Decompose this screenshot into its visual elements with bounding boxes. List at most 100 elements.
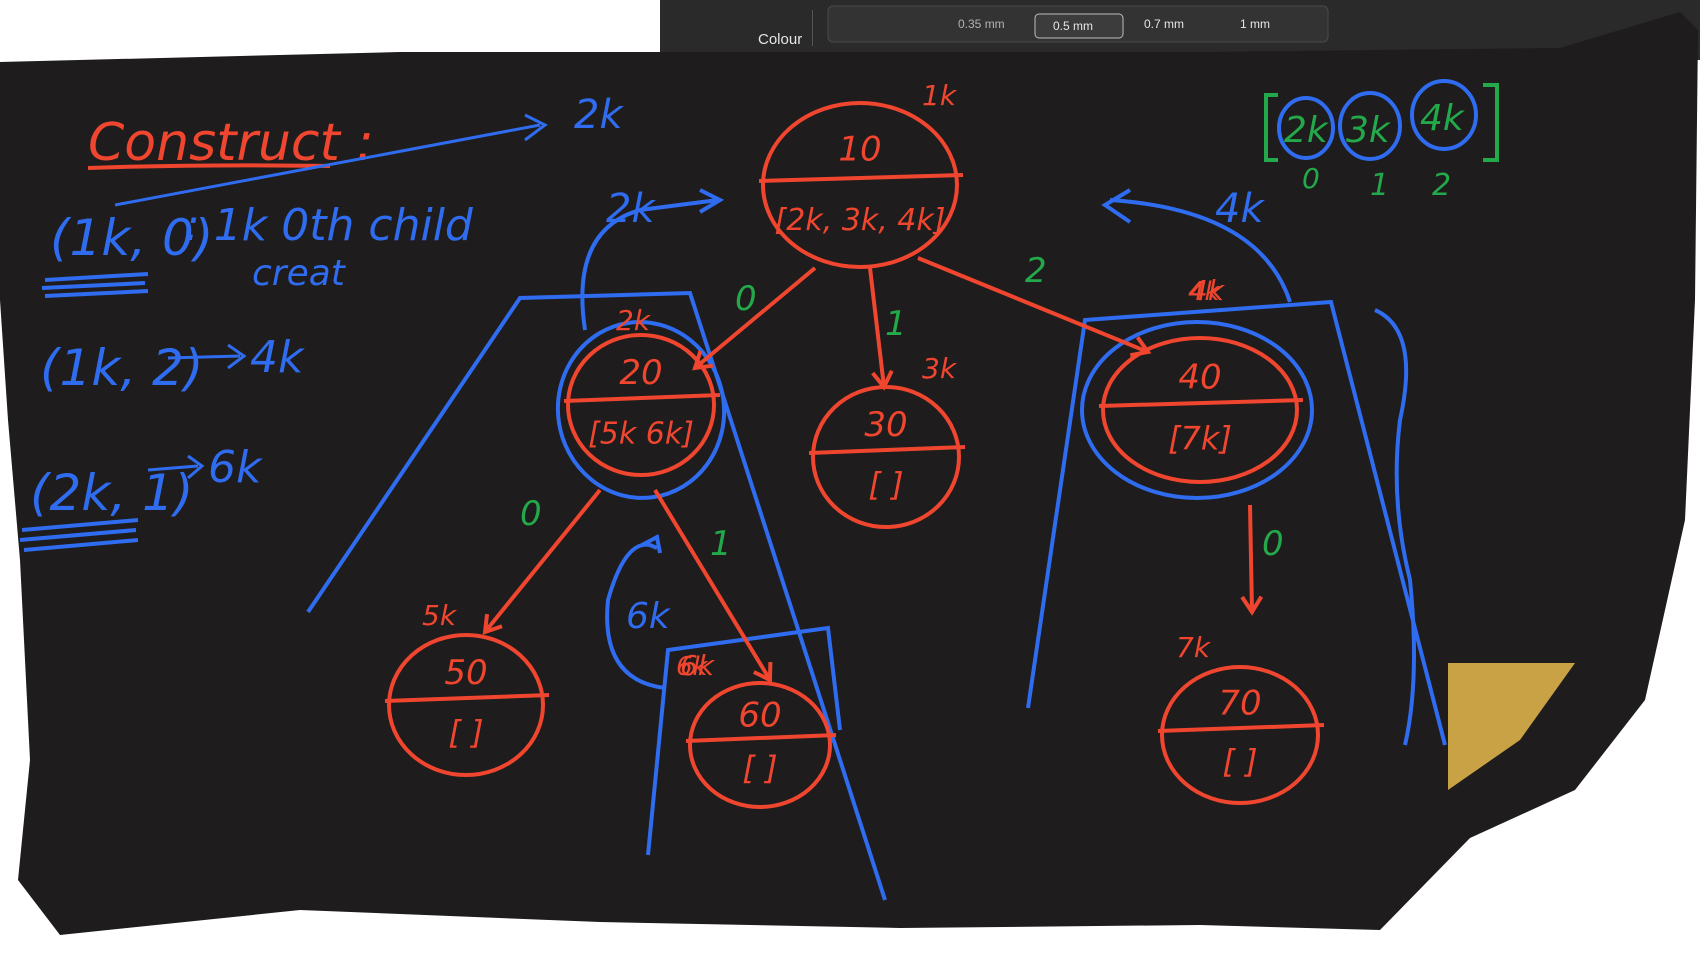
edge-line: [917, 256, 1149, 354]
arrowhead-icon: [227, 343, 247, 370]
node-address: 4k: [1190, 274, 1226, 307]
return-labels: 2k 4k 6k 4k 6k: [606, 186, 1265, 682]
node-value: 60: [738, 695, 781, 735]
right-return-arrow: [1109, 198, 1292, 303]
construct-arrow: [114, 123, 541, 207]
tree-node-60[interactable]: 60[ ]6k: [680, 649, 837, 809]
board-background: [0, 12, 1698, 935]
tree-node-50[interactable]: 50 [ ] 5k: [384, 599, 550, 777]
node-address: 7k: [1176, 631, 1212, 664]
array-index-0: 0: [1302, 162, 1320, 195]
edge-line: [868, 267, 886, 388]
arrowhead-icon: [524, 113, 548, 142]
node-address: 2k: [616, 304, 652, 337]
stroke-option-2[interactable]: 0.7 mm: [1144, 17, 1184, 31]
arrowhead-icon: [1240, 595, 1264, 616]
node-value: 10: [838, 129, 881, 169]
edge-label: 0: [520, 494, 542, 534]
stroke-option-1[interactable]: 0.5 mm: [1053, 19, 1093, 33]
node-children-list: [2k, 3k, 4k]: [775, 203, 946, 238]
title-underline: [87, 163, 331, 170]
pair-1k-0: (1k, 0): [50, 209, 213, 267]
array-item-1: 3k: [1346, 110, 1392, 151]
node-20-highlight-circle: [555, 320, 727, 500]
inner-subtree-box: [646, 625, 842, 856]
stroke-option-3[interactable]: 1 mm: [1240, 17, 1270, 31]
array-index-1: 1: [1370, 168, 1389, 203]
node-address: 5k: [422, 599, 458, 632]
edge-line: [653, 488, 772, 682]
node-circle: [566, 333, 716, 477]
array-item-circle-0: [1277, 96, 1335, 160]
pair-1k-0-sub: creat: [252, 253, 347, 294]
colour-label: Colour: [758, 31, 802, 48]
pair-1k-2-arrow: [167, 354, 241, 360]
stroke-option-selected-box[interactable]: [1034, 13, 1124, 39]
array-item-circle-2: [1410, 79, 1478, 151]
node-divider: [384, 693, 550, 703]
edge-10-20: 0: [692, 266, 817, 371]
tree-node-10[interactable]: 10[2k, 3k, 4k]1k: [758, 79, 964, 269]
node-circle: [387, 633, 545, 777]
edge-20-50: 0: [482, 488, 602, 635]
array-note: 2k 3k 4k 0 1 2: [1264, 79, 1499, 203]
inner-box-addr-label: 6k: [676, 652, 709, 682]
array-index-2: 2: [1432, 168, 1451, 203]
node-children-list: [ ]: [868, 466, 903, 504]
node-circle: [1160, 665, 1320, 805]
left-subtree-box: [306, 290, 887, 901]
left-return-arrow: [580, 198, 719, 331]
arrowhead-icon: [641, 533, 662, 554]
arrow-target-2k: 2k: [574, 92, 624, 138]
edge-label: 2: [1025, 251, 1047, 291]
node-children-list: [ ]: [448, 714, 483, 752]
node-value: 50: [444, 653, 487, 693]
node-address: 6k: [680, 649, 716, 682]
node-value: 20: [619, 353, 662, 393]
node-children-list: [5k 6k]: [588, 417, 694, 452]
construct-title: Construct :: [88, 113, 374, 173]
node-address: 3k: [922, 352, 958, 385]
arrowhead-icon: [187, 454, 205, 480]
pair-1k-2: (1k, 2): [40, 339, 203, 397]
pair-2k-1-result: 6k: [208, 442, 263, 493]
node-divider: [563, 393, 721, 403]
node-divider: [758, 173, 964, 183]
tree-node-70[interactable]: 70 [ ] 7k: [1157, 631, 1325, 805]
array-bracket-right: [1483, 83, 1499, 162]
stroke-option-0[interactable]: 0.35 mm: [958, 17, 1005, 31]
right-box-addr-label: 4k: [1188, 277, 1221, 307]
edge-line: [483, 488, 602, 634]
node-value: 70: [1218, 684, 1261, 724]
tree-node-30[interactable]: 30[ ]3k: [808, 352, 966, 529]
underline-scribble: [19, 518, 139, 552]
array-bracket-left: [1264, 93, 1278, 162]
right-subtree-box: [1026, 299, 1447, 746]
array-item-0: 2k: [1284, 110, 1330, 151]
node-value: 40: [1178, 357, 1221, 397]
array-item-2: 4k: [1420, 98, 1466, 139]
arrowhead-icon: [692, 350, 714, 371]
array-item-circle-1: [1338, 91, 1402, 161]
left-return-label: 2k: [606, 186, 656, 232]
construct-notes: Construct : 2k (1k, 0) : 1k 0th child cr…: [19, 92, 624, 552]
node-circle: [761, 101, 959, 269]
loop-return-label: 6k: [626, 596, 672, 637]
right-subtree-wave: [1374, 308, 1416, 746]
arrowhead-icon: [752, 661, 773, 684]
sticky-note: [1448, 663, 1575, 790]
toolbar-divider: [812, 10, 813, 46]
node-divider: [685, 733, 837, 743]
edge-label: 1: [710, 524, 732, 564]
node-circle: [811, 385, 961, 529]
tree-node-40[interactable]: 40[7k]4k: [1098, 274, 1304, 484]
pair-1k-0-desc: : 1k 0th child: [185, 200, 474, 251]
node-children-list: [ ]: [1222, 742, 1257, 780]
edge-line: [693, 266, 817, 370]
tree-node-20[interactable]: 20 [5k 6k] 2k: [563, 304, 721, 477]
pair-2k-1: (2k, 1): [30, 464, 193, 522]
